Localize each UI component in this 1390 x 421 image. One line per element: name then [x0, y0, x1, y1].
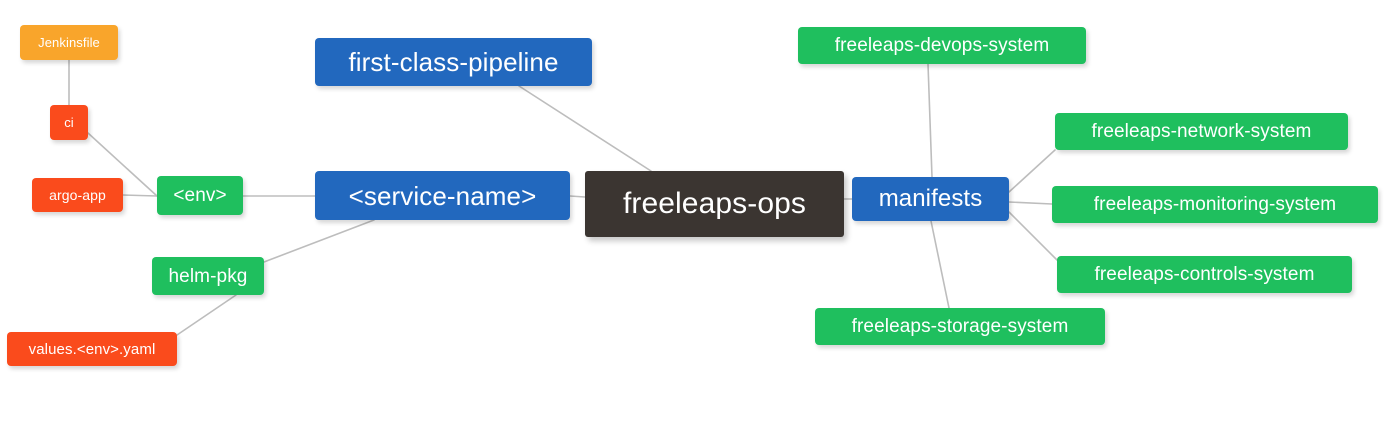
mindmap-edge-argo-app-to-env	[122, 194, 158, 197]
mindmap-node-label: freeleaps-storage-system	[851, 316, 1069, 337]
mindmap-node-freeleaps-ops[interactable]: freeleaps-ops	[585, 171, 844, 237]
mindmap-edge-freeleaps-storage-system-to-manifests	[930, 220, 950, 309]
mindmap-node-label: freeleaps-devops-system	[834, 35, 1050, 56]
mindmap-node-label: manifests	[878, 185, 983, 212]
mindmap-node-values-env-yaml[interactable]: values.<env>.yaml	[7, 332, 177, 366]
mindmap-node-first-class-pipeline[interactable]: first-class-pipeline	[315, 38, 592, 86]
mindmap-node-label: freeleaps-ops	[622, 187, 807, 220]
mindmap-node-manifests[interactable]: manifests	[852, 177, 1009, 221]
mindmap-node-service-name[interactable]: <service-name>	[315, 171, 570, 220]
mindmap-edge-freeleaps-devops-system-to-manifests	[927, 63, 933, 178]
mindmap-edge-freeleaps-monitoring-system-to-manifests	[1008, 201, 1053, 205]
mindmap-node-label: ci	[64, 115, 74, 130]
mindmap-node-label: argo-app	[49, 187, 106, 203]
mindmap-edge-first-class-pipeline-to-freeleaps-ops	[518, 85, 652, 172]
mindmap-node-env[interactable]: <env>	[157, 176, 243, 215]
mindmap-node-freeleaps-storage-system[interactable]: freeleaps-storage-system	[815, 308, 1105, 345]
mindmap-node-freeleaps-controls-system[interactable]: freeleaps-controls-system	[1057, 256, 1352, 293]
mindmap-node-label: freeleaps-controls-system	[1094, 264, 1315, 285]
mindmap-node-jenkinsfile[interactable]: Jenkinsfile	[20, 25, 118, 60]
mindmap-node-label: <env>	[173, 185, 227, 206]
mindmap-edge-service-name-to-freeleaps-ops	[569, 195, 586, 198]
mindmap-node-ci[interactable]: ci	[50, 105, 88, 140]
mindmap-node-label: Jenkinsfile	[38, 35, 100, 50]
mindmap-node-label: freeleaps-monitoring-system	[1093, 194, 1337, 215]
mindmap-node-helm-pkg[interactable]: helm-pkg	[152, 257, 264, 295]
mindmap-edge-freeleaps-controls-system-to-manifests	[1008, 211, 1058, 261]
mindmap-node-label: first-class-pipeline	[348, 47, 559, 77]
mindmap-edge-freeleaps-network-system-to-manifests	[1008, 149, 1056, 193]
mindmap-node-label: <service-name>	[348, 180, 537, 211]
mindmap-node-label: helm-pkg	[168, 265, 248, 287]
mindmap-node-label: freeleaps-network-system	[1091, 121, 1312, 142]
mindmap-node-argo-app[interactable]: argo-app	[32, 178, 123, 212]
mindmap-node-label: values.<env>.yaml	[28, 340, 156, 358]
mindmap-edge-helm-pkg-to-service-name	[263, 219, 375, 263]
mindmap-edge-values-env-yaml-to-helm-pkg	[176, 294, 237, 336]
mindmap-node-freeleaps-network-system[interactable]: freeleaps-network-system	[1055, 113, 1348, 150]
mindmap-node-freeleaps-devops-system[interactable]: freeleaps-devops-system	[798, 27, 1086, 64]
mindmap-node-freeleaps-monitoring-system[interactable]: freeleaps-monitoring-system	[1052, 186, 1378, 223]
